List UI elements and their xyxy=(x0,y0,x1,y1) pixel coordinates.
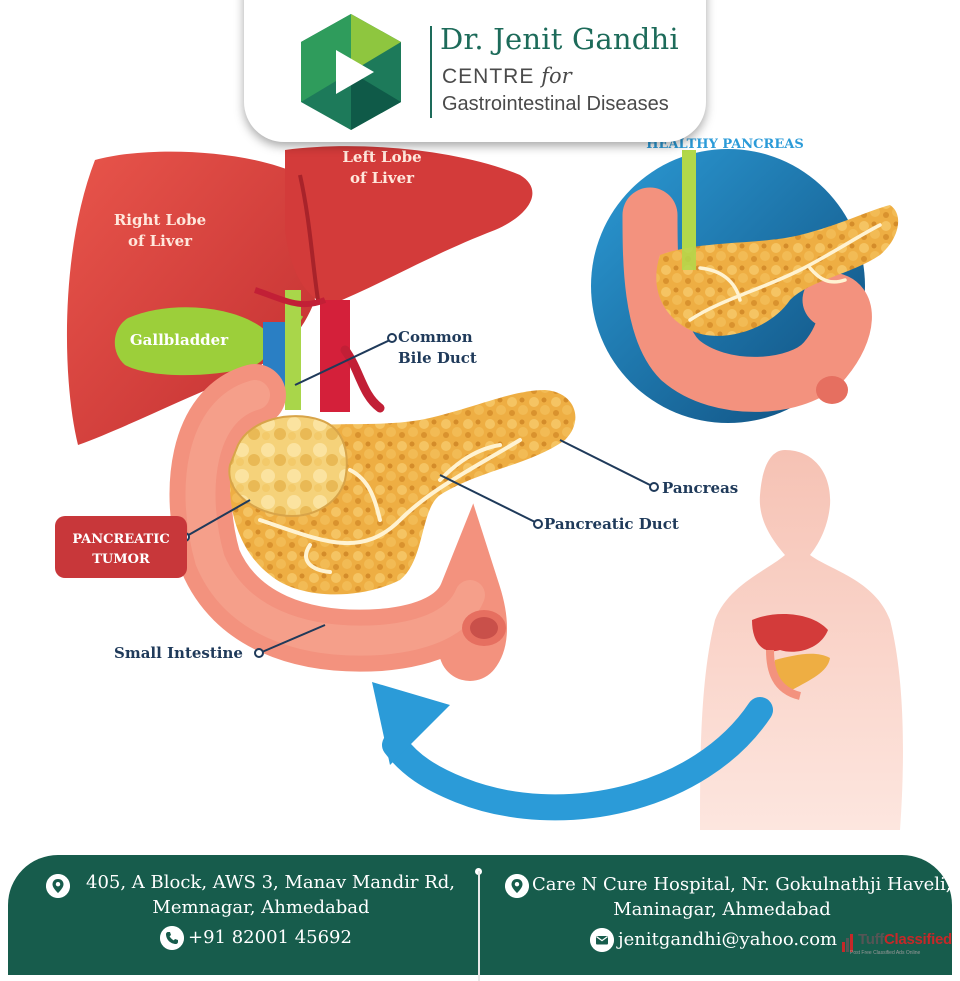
label-pointers xyxy=(180,333,659,658)
logo-divider xyxy=(430,26,432,118)
bar-chart-icon xyxy=(842,934,853,952)
anatomy-illustration: Left Lobe of Liver Right Lobe of Liver G… xyxy=(55,137,903,830)
phone-icon xyxy=(160,926,184,950)
phone-number[interactable]: +91 82001 45692 xyxy=(188,927,352,948)
label-pancreatic-tumor-1: PANCREATIC xyxy=(72,532,169,547)
gallbladder xyxy=(114,307,270,376)
brand-centre: CENTRE xyxy=(442,65,542,88)
brand-specialty: Gastrointestinal Diseases xyxy=(442,93,669,115)
logo-card: Dr. Jenit Gandhi CENTRE for Gastrointest… xyxy=(244,0,706,142)
left-lobe-of-liver xyxy=(285,146,533,305)
watermark-tagline: Post Free Classified Ads Online xyxy=(850,950,921,956)
label-small-intestine: Small Intestine xyxy=(114,644,243,662)
watermark: TuffClassified Post Free Classified Ads … xyxy=(840,928,956,960)
label-pancreas: Pancreas xyxy=(662,479,738,497)
email-address[interactable]: jenitgandhi@yahoo.com xyxy=(618,929,838,950)
label-right-lobe-1: Right Lobe xyxy=(114,211,206,229)
pancreatic-tumor xyxy=(228,415,348,517)
small-intestine xyxy=(169,364,507,681)
address-1-line2: Memnagar, Ahmedabad xyxy=(152,897,370,918)
liver xyxy=(66,146,533,445)
right-lobe-of-liver xyxy=(66,151,315,445)
label-pancreatic-tumor-2: TUMOR xyxy=(92,552,150,567)
label-gallbladder: Gallbladder xyxy=(130,331,229,349)
label-left-lobe-1: Left Lobe xyxy=(342,148,421,166)
address-1-line1: 405, A Block, AWS 3, Manav Mandir Rd, xyxy=(86,872,456,893)
watermark-brand: TuffClassified xyxy=(858,931,952,948)
brand-name: Dr. Jenit Gandhi xyxy=(440,22,679,56)
location-pin-icon xyxy=(505,874,529,898)
email-icon xyxy=(590,928,614,952)
direction-arrow-icon xyxy=(382,697,773,821)
brand-for: for xyxy=(541,64,572,88)
healthy-pancreas-inset xyxy=(591,149,899,423)
pancreatic-tumor-badge xyxy=(55,516,187,578)
label-common-bile-duct-1: Common xyxy=(398,328,473,346)
location-pin-icon xyxy=(46,874,70,898)
address-2-line1: Care N Cure Hospital, Nr. Gokulnathji Ha… xyxy=(532,874,952,895)
brand-subtitle: CENTRE for xyxy=(442,64,572,89)
label-left-lobe-2: of Liver xyxy=(350,169,415,187)
human-silhouette xyxy=(700,450,903,830)
duct-vessels xyxy=(254,287,385,413)
label-right-lobe-2: of Liver xyxy=(128,232,193,250)
arrow-head-icon xyxy=(372,682,450,765)
address-2-line2: Maninagar, Ahmedabad xyxy=(613,899,831,920)
contact-footer: 405, A Block, AWS 3, Manav Mandir Rd, Me… xyxy=(8,855,952,981)
label-healthy-pancreas: HEALTHY PANCREAS xyxy=(646,137,803,152)
footer-divider xyxy=(478,871,480,981)
label-common-bile-duct-2: Bile Duct xyxy=(398,349,477,367)
label-pancreatic-duct: Pancreatic Duct xyxy=(544,515,679,533)
play-hexagon-icon xyxy=(301,14,401,130)
